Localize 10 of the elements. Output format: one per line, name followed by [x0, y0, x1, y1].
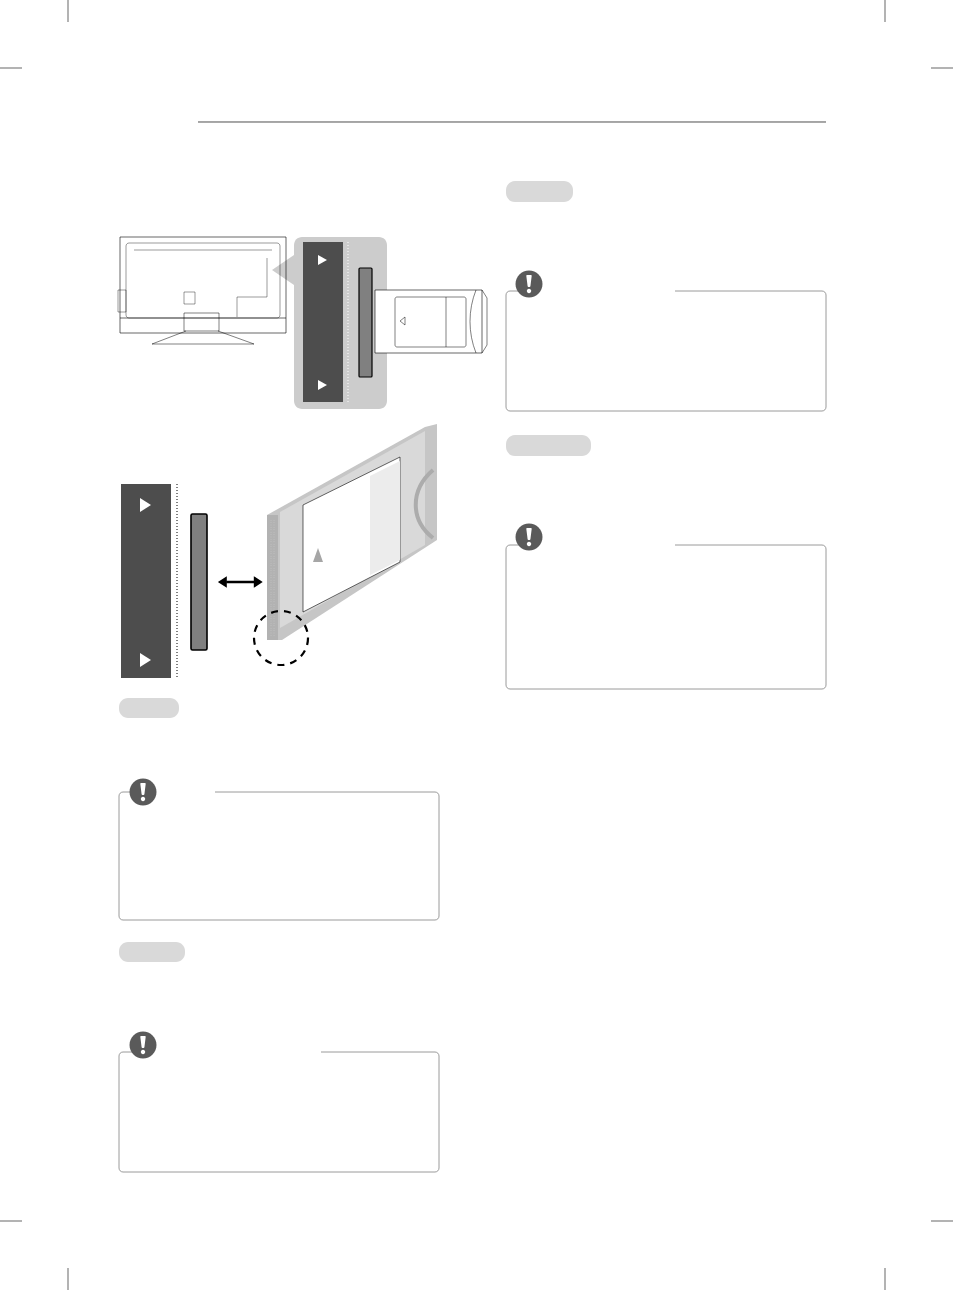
heading-pill [119, 698, 179, 718]
slot-drawing [190, 513, 208, 651]
heading-pill [506, 181, 573, 202]
module-card-drawing [252, 424, 437, 667]
note-box [118, 791, 440, 921]
note-box [118, 1051, 440, 1173]
heading-pill [506, 435, 591, 456]
heading-pill [119, 942, 185, 962]
note-box [505, 544, 827, 690]
note-box [505, 290, 827, 412]
